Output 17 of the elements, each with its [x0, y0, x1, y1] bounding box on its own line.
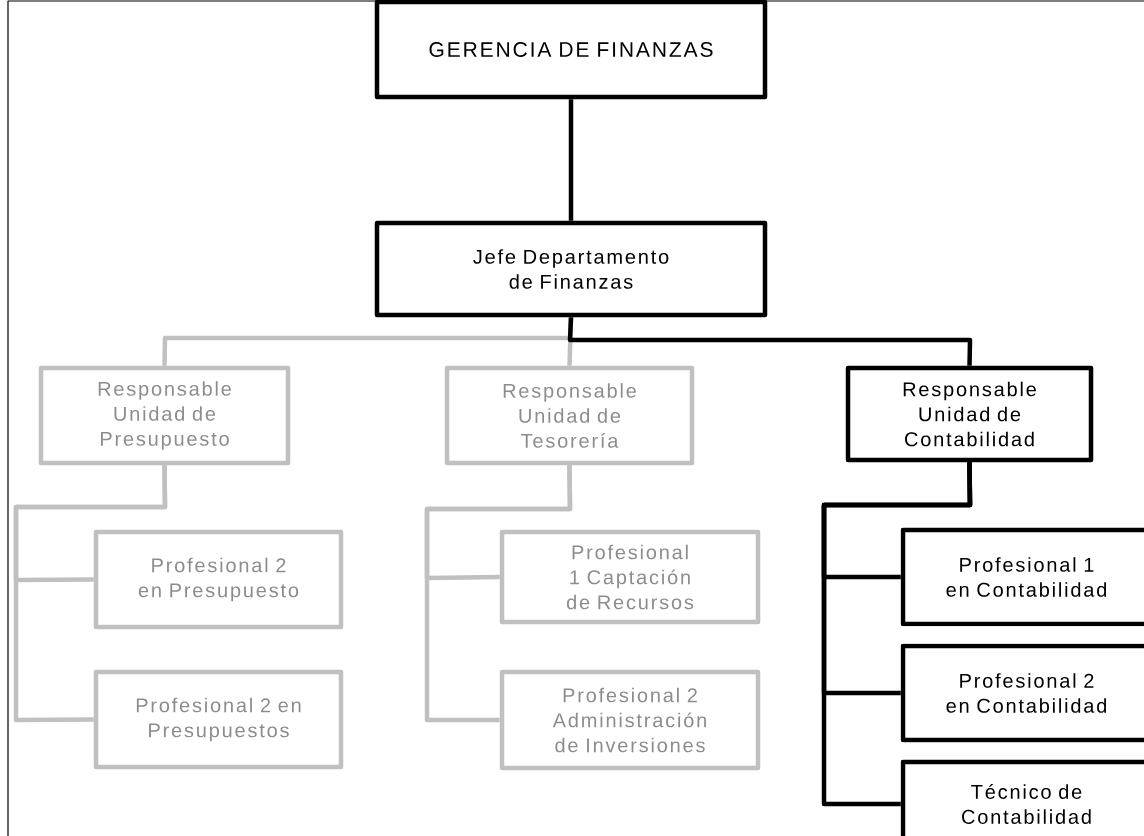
org-box: Jefe Departamento de Finanzas	[374, 220, 768, 318]
connector-line	[13, 465, 168, 723]
org-box: Responsable Unidad de Presupuesto	[38, 365, 291, 466]
connector-line	[568, 99, 574, 221]
org-box: Profesional 2 Administración de Inversiones	[499, 669, 761, 771]
org-box: Técnico de Contabilidad	[900, 759, 1144, 836]
org-box: Profesional 2 en Contabilidad	[900, 643, 1144, 743]
connector-line	[821, 462, 973, 807]
org-box: Profesional 2 en Presupuesto	[93, 529, 344, 630]
org-box: GERENCIA DE FINANZAS	[374, 0, 768, 100]
org-box: Profesional 1 en Contabilidad	[900, 527, 1144, 627]
org-box: Profesional 1 Captación de Recursos	[499, 529, 761, 625]
connector-line	[567, 317, 973, 366]
org-box: Responsable Unidad de Tesorería	[444, 365, 695, 466]
connector-line	[424, 465, 573, 723]
org-box: Responsable Unidad de Contabilidad	[845, 365, 1094, 463]
org-box: Profesional 2 en Presupuestos	[93, 669, 344, 770]
